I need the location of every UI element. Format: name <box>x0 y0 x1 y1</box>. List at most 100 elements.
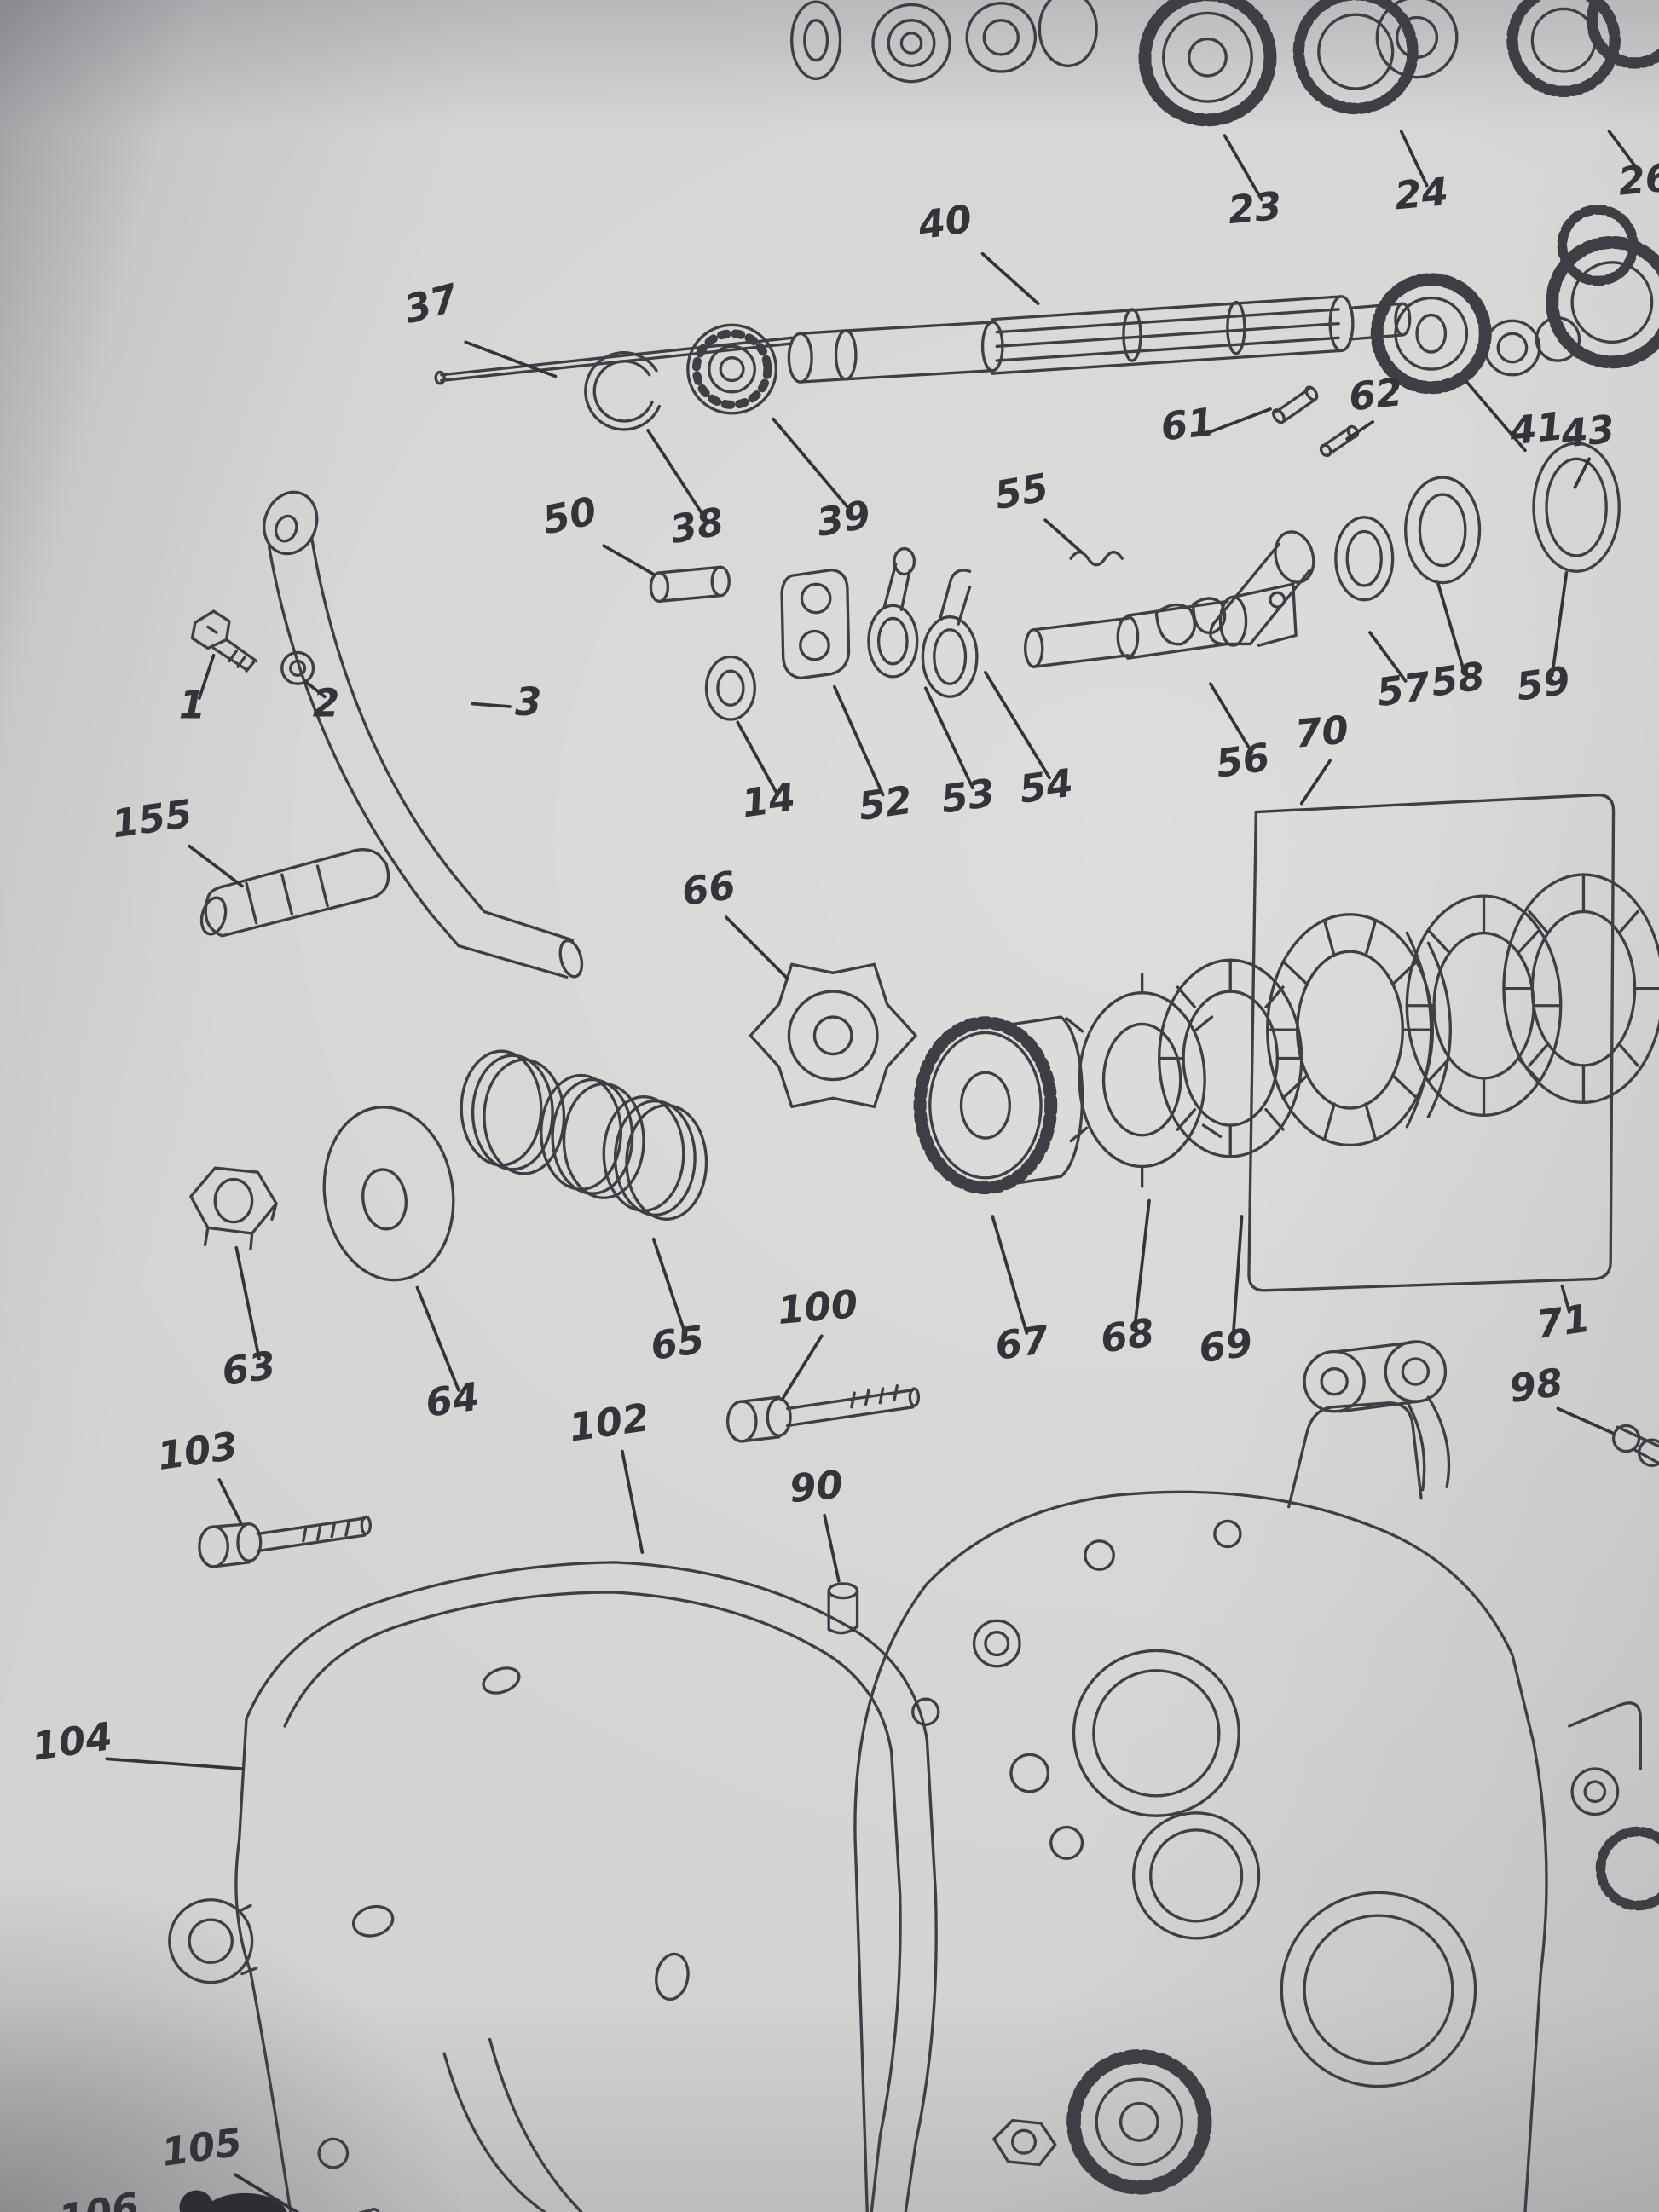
pin-61-drawing <box>1272 385 1319 424</box>
leader-line-90 <box>823 1513 841 1583</box>
pin-62-drawing <box>1319 424 1360 458</box>
bottom-screw-105-drawing <box>357 2208 381 2212</box>
part-label-23: 23 <box>1226 183 1283 233</box>
nut-63-drawing <box>189 1166 278 1251</box>
pin-50-drawing <box>649 565 731 604</box>
part-label-62: 62 <box>1347 369 1405 419</box>
leader-line-69 <box>1231 1215 1244 1338</box>
screw-103-drawing <box>198 1515 372 1568</box>
leader-line-104 <box>105 1757 244 1770</box>
part-label-90: 90 <box>788 1462 845 1511</box>
leader-line-64 <box>415 1285 460 1392</box>
ring-58-drawing <box>1334 516 1395 602</box>
clutch-hub-67-drawing <box>913 1015 1084 1195</box>
part-label-98: 98 <box>1506 1360 1566 1412</box>
right-gear-cluster-drawing <box>1546 205 1659 369</box>
part-label-65: 65 <box>648 1317 708 1369</box>
clutch-plate-stack-drawing <box>1405 873 1659 1118</box>
leader-line-102 <box>621 1449 645 1555</box>
part-label-103: 103 <box>154 1423 240 1479</box>
leader-line-24 <box>1399 130 1429 188</box>
part-label-24: 24 <box>1393 169 1450 218</box>
leader-line-50 <box>602 544 656 576</box>
leader-line-53 <box>923 686 974 790</box>
part-label-39: 39 <box>813 492 874 546</box>
part-label-40: 40 <box>915 196 975 248</box>
leader-line-40 <box>980 251 1040 306</box>
gear-24-drawing <box>1292 0 1459 115</box>
leader-line-63 <box>234 1245 261 1360</box>
bearing-39-drawing <box>686 323 778 415</box>
selector-plate-52-drawing <box>780 568 851 680</box>
pedal-rubber-155-drawing <box>199 848 390 938</box>
lever-3-drawing <box>263 490 584 979</box>
part-label-57: 57 <box>1374 663 1434 715</box>
part-label-68: 68 <box>1098 1309 1158 1361</box>
part-label-58: 58 <box>1428 653 1488 705</box>
leader-line-105 <box>233 2173 300 2212</box>
clutch-plate-69-drawing <box>1158 958 1304 1158</box>
leader-line-155 <box>188 844 244 888</box>
leader-line-59 <box>1550 571 1569 678</box>
part-label-71: 71 <box>1534 1296 1593 1348</box>
selector-fork-54-drawing <box>921 569 979 698</box>
leader-line-2 <box>303 679 327 699</box>
leader-line-39 <box>772 417 853 512</box>
part-label-61: 61 <box>1159 399 1217 449</box>
spacer-90-drawing <box>827 1582 859 1635</box>
part-label-43: 43 <box>1558 407 1617 457</box>
clutch-backplate-71-drawing <box>1247 793 1616 1292</box>
part-label-105: 105 <box>159 2119 245 2175</box>
leader-line-52 <box>833 684 885 797</box>
bolt-1-drawing <box>190 609 258 673</box>
selector-fork-53-drawing <box>867 546 919 679</box>
leader-line-67 <box>991 1215 1029 1335</box>
part-label-55: 55 <box>991 465 1052 518</box>
crankcase-half-drawing <box>853 1340 1659 2212</box>
leader-line-98 <box>1556 1406 1614 1435</box>
leader-line-71 <box>1560 1284 1571 1314</box>
part-label-56: 56 <box>1213 735 1273 787</box>
leader-line-66 <box>725 915 789 980</box>
part-label-70: 70 <box>1293 707 1350 756</box>
part-label-59: 59 <box>1513 657 1573 709</box>
top-washers-drawing <box>790 0 1098 84</box>
leader-line-1 <box>198 653 216 700</box>
clutch-basket-70-drawing <box>1265 913 1452 1147</box>
leader-line-14 <box>736 720 778 794</box>
part-label-1: 1 <box>179 682 205 727</box>
part-label-100: 100 <box>776 1281 859 1333</box>
part-label-155: 155 <box>109 791 195 847</box>
part-label-106: 106 <box>55 2184 142 2212</box>
gear-23-drawing <box>1138 0 1277 127</box>
cover-57-drawing <box>1209 530 1315 646</box>
leader-line-103 <box>217 1478 243 1524</box>
part-label-14: 14 <box>739 774 799 826</box>
leader-line-26 <box>1607 130 1641 173</box>
leader-line-3 <box>471 702 512 708</box>
line-art <box>168 0 1659 2212</box>
leader-line-100 <box>780 1334 824 1402</box>
part-label-52: 52 <box>856 777 916 829</box>
leader-lines <box>105 130 1641 2212</box>
leader-line-61 <box>1208 407 1272 434</box>
part-label-53: 53 <box>939 770 998 822</box>
part-label-26: 26 <box>1616 154 1659 204</box>
part-label-66: 66 <box>679 863 739 915</box>
part-label-41: 41 <box>1506 403 1565 453</box>
part-label-64: 64 <box>423 1374 483 1426</box>
leader-line-68 <box>1133 1198 1151 1328</box>
mainshaft-40-drawing <box>787 295 1412 384</box>
spring-55-drawing <box>1069 551 1124 567</box>
screw-100-drawing <box>725 1384 921 1443</box>
circlip-38-drawing <box>584 351 662 431</box>
part-label-67: 67 <box>992 1317 1052 1369</box>
part-label-37: 37 <box>399 274 463 332</box>
leader-line-55 <box>1043 518 1084 555</box>
spring-plate-66-drawing <box>749 962 917 1109</box>
gear-26-drawing <box>1506 0 1659 98</box>
part-label-50: 50 <box>539 488 600 544</box>
leader-line-65 <box>651 1237 687 1335</box>
